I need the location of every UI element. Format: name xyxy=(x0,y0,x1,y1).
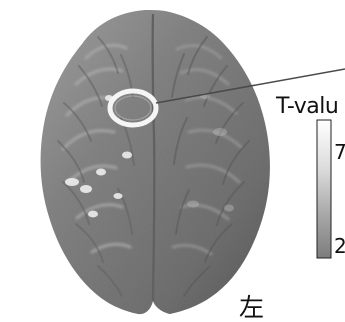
colorbar-title: T-valu xyxy=(276,96,338,118)
orientation-label: 左 xyxy=(239,295,264,320)
brain-surface xyxy=(41,10,270,314)
colorbar xyxy=(317,120,331,258)
colorbar-max-label: 7 xyxy=(334,142,345,162)
colorbar-min-label: 2 xyxy=(334,236,345,256)
